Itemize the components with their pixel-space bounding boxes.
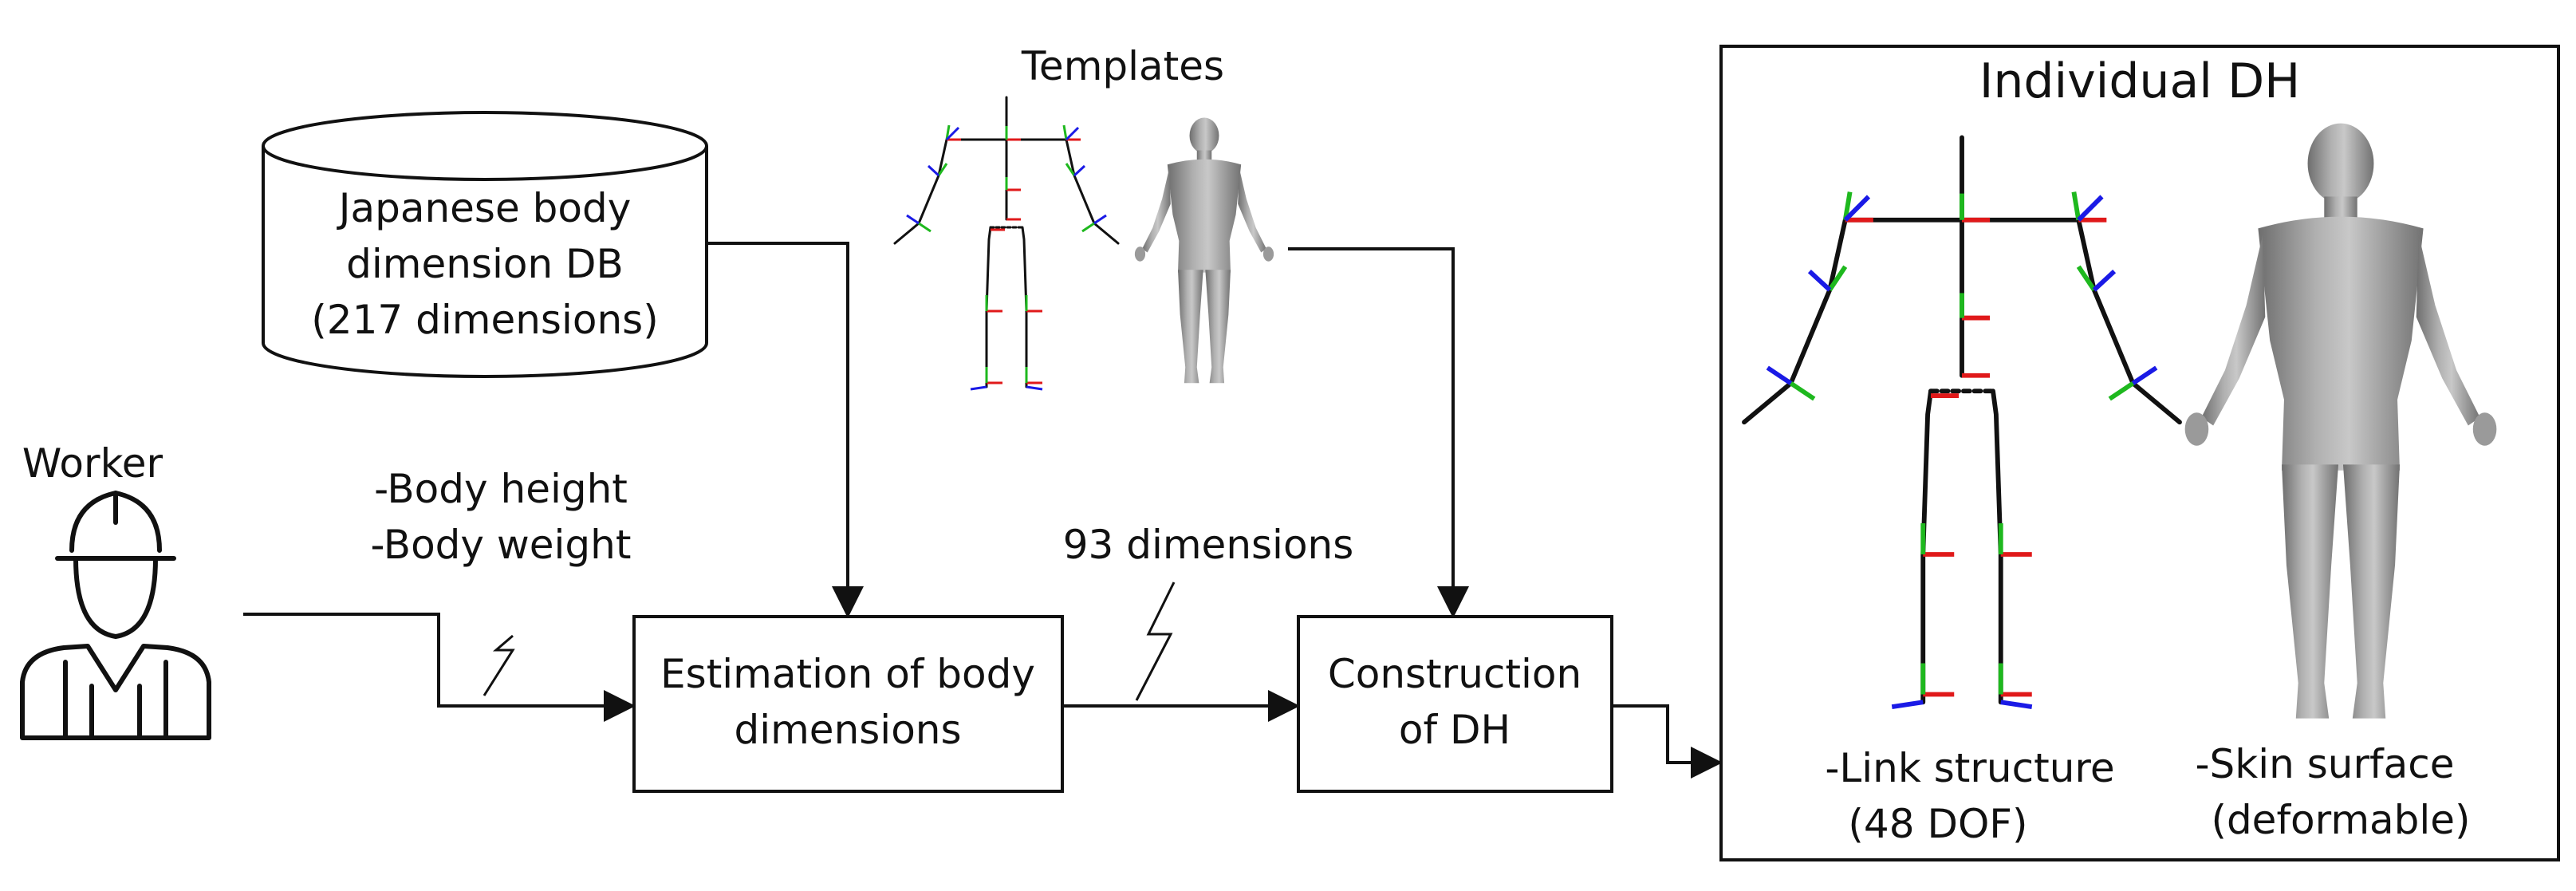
- worker-label: Worker: [22, 440, 163, 487]
- database-label: Japanese body dimension DB (217 dimensio…: [311, 185, 658, 343]
- link-structure-label-line-1: -Link structure: [1825, 745, 2114, 791]
- worker-input-height: -Body height: [374, 466, 628, 512]
- database-to-estimation-connector: [707, 242, 864, 618]
- database-cylinder: [262, 111, 708, 378]
- skin-surface-label-line-1: -Skin surface: [2196, 741, 2455, 787]
- worker-input-weight: -Body weight: [371, 522, 632, 568]
- construction-label-line-1: Construction: [1328, 651, 1581, 697]
- construction-box: [1297, 615, 1613, 793]
- database-label-line-3: (217 dimensions): [311, 297, 658, 343]
- worker-to-estimation-connector: [243, 613, 636, 722]
- individual-dh-panel: [1719, 45, 2560, 861]
- templates-to-construction-connector: [1288, 247, 1469, 618]
- individual-dh-title: Individual DH: [1979, 53, 2301, 109]
- template-body-mesh: [1134, 117, 1274, 384]
- estimation-label-line-2: dimensions: [734, 707, 961, 753]
- lightning-symbol-input: [483, 634, 515, 696]
- construction-label-line-2: of DH: [1399, 707, 1511, 753]
- estimation-label-line-1: Estimation of body: [660, 651, 1035, 697]
- estimation-box: [632, 615, 1064, 793]
- templates-label: Templates: [1021, 43, 1224, 89]
- construction-to-individual-dh-connector: [1612, 704, 1723, 779]
- database-label-line-1: Japanese body: [337, 185, 632, 231]
- link-structure-label-line-2: (48 DOF): [1848, 801, 2027, 847]
- worker-inputs-label: -Body height -Body weight: [371, 466, 632, 568]
- worker-icon: [20, 491, 211, 740]
- lightning-symbol-dimensions: [1135, 582, 1176, 701]
- database-label-line-2: dimension DB: [346, 241, 624, 287]
- dimensions-transfer-label: 93 dimensions: [1063, 522, 1354, 568]
- skin-surface-label-line-2: (deformable): [2211, 797, 2470, 843]
- template-skeleton: [893, 96, 1120, 391]
